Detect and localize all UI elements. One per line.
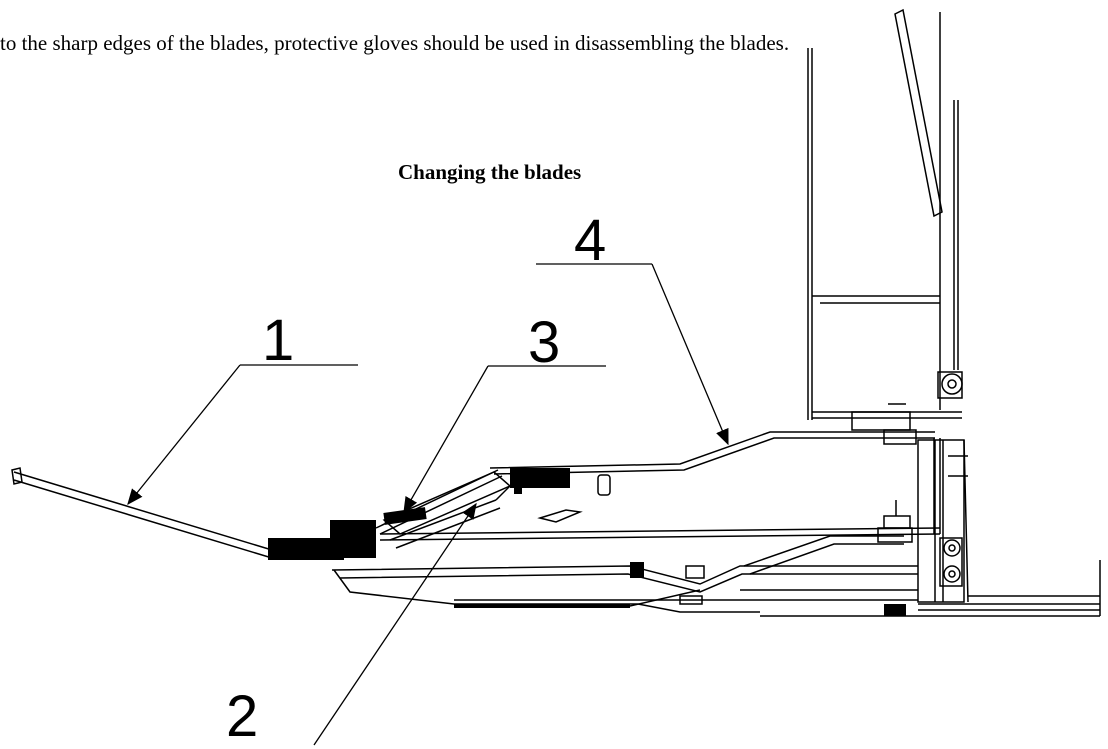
- callout-1: 1: [262, 308, 294, 373]
- blade-clamp: [382, 471, 517, 549]
- figure-title: Changing the blades: [398, 160, 582, 184]
- callout-3: 3: [528, 310, 560, 375]
- blade: [11, 467, 273, 559]
- side-housing: [917, 439, 969, 603]
- leader-lines: [127, 263, 729, 746]
- base-fills: [454, 562, 906, 616]
- callout-4: 4: [574, 208, 606, 273]
- callouts: 1 3 4 2: [226, 208, 606, 749]
- clamp-fills: [268, 468, 570, 560]
- callout-2: 2: [226, 684, 258, 749]
- intro-text: to the sharp edges of the blades, protec…: [0, 31, 790, 55]
- vertical-frame: [807, 8, 963, 445]
